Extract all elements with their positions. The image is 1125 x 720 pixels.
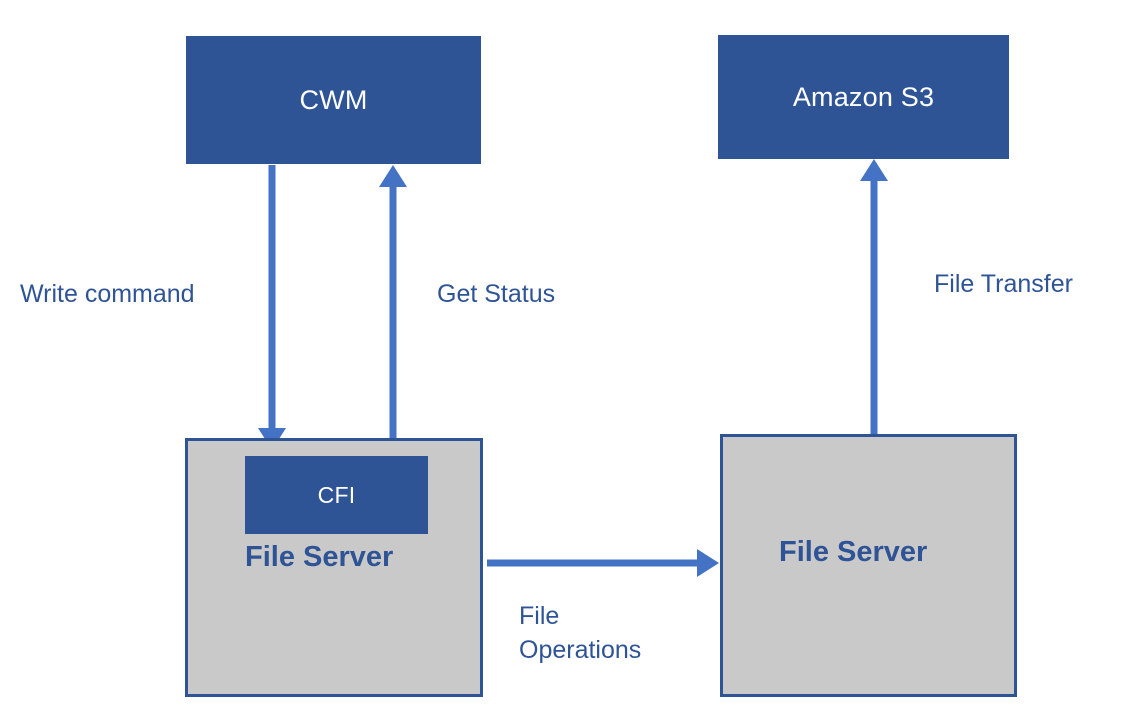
arrow-get-status xyxy=(379,165,407,442)
node-cwm-label: CWM xyxy=(299,84,368,115)
edge-label-write-command: Write command xyxy=(20,280,195,308)
node-file-server-right[interactable] xyxy=(720,434,1017,697)
node-amazon-s3-label: Amazon S3 xyxy=(792,81,935,112)
node-file-server-left-label: File Server xyxy=(245,541,394,573)
edge-label-get-status: Get Status xyxy=(437,280,556,308)
edge-label-file-transfer: File Transfer xyxy=(934,270,1073,298)
node-cfi[interactable]: CFI xyxy=(245,456,428,534)
arrow-file-transfer xyxy=(860,159,888,437)
node-cfi-label: CFI xyxy=(317,481,356,508)
node-amazon-s3[interactable]: Amazon S3 xyxy=(718,35,1009,159)
arrow-file-operations xyxy=(487,549,719,577)
edge-label-file-operations: File Operations xyxy=(519,602,642,664)
node-cwm[interactable]: CWM xyxy=(186,36,481,164)
arrow-write-command xyxy=(258,165,286,450)
node-file-server-right-label: File Server xyxy=(779,536,928,568)
